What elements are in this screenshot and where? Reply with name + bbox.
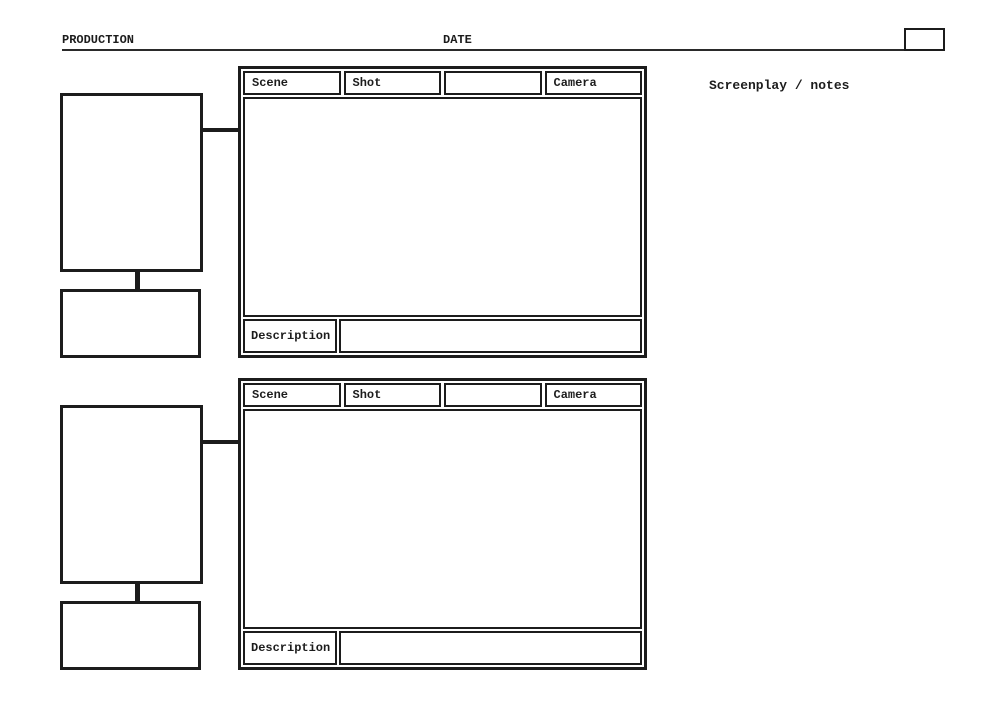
diagram-box-large[interactable] (60, 405, 203, 584)
shot-cell[interactable]: Shot (343, 71, 441, 95)
diagram-box-small[interactable] (60, 601, 201, 670)
description-value-cell[interactable] (339, 631, 642, 665)
frame-drawing-area[interactable] (243, 409, 642, 629)
description-value-cell[interactable] (339, 319, 642, 353)
description-label-cell: Description (243, 631, 337, 665)
frame-header-row: Scene Shot Camera (243, 383, 642, 407)
diagram-box-large[interactable] (60, 93, 203, 272)
shot-cell[interactable]: Shot (343, 383, 441, 407)
diagram-box-small[interactable] (60, 289, 201, 358)
description-row: Description (243, 319, 642, 353)
horizontal-connector-line (198, 128, 242, 132)
header-rule (62, 49, 905, 51)
page-number-box[interactable] (904, 28, 945, 51)
storyboard-panel-2: Scene Shot Camera Description (0, 378, 1005, 670)
storyboard-panel-1: Scene Shot Camera Description (0, 66, 1005, 358)
camera-cell[interactable]: Camera (544, 71, 642, 95)
scene-cell[interactable]: Scene (243, 71, 341, 95)
horizontal-connector-line (198, 440, 242, 444)
frame-drawing-area[interactable] (243, 97, 642, 317)
unlabeled-header-cell[interactable] (444, 71, 542, 95)
date-label: DATE (443, 33, 472, 47)
unlabeled-header-cell[interactable] (444, 383, 542, 407)
frame-header-row: Scene Shot Camera (243, 71, 642, 95)
storyboard-frame: Scene Shot Camera Description (238, 66, 647, 358)
vertical-connector-line (135, 580, 140, 603)
vertical-connector-line (135, 268, 140, 291)
description-label-cell: Description (243, 319, 337, 353)
description-row: Description (243, 631, 642, 665)
screenplay-notes-label: Screenplay / notes (709, 78, 850, 93)
storyboard-frame: Scene Shot Camera Description (238, 378, 647, 670)
production-label: PRODUCTION (62, 33, 135, 47)
camera-cell[interactable]: Camera (544, 383, 642, 407)
scene-cell[interactable]: Scene (243, 383, 341, 407)
